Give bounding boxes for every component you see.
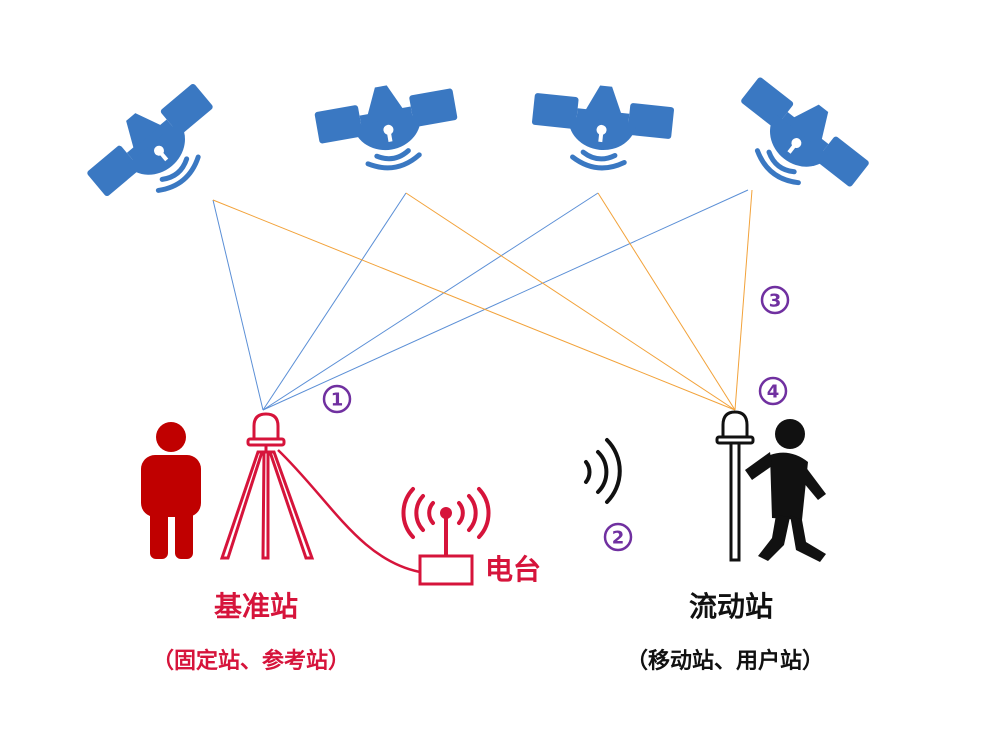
base-station-title: 基准站 xyxy=(214,590,299,623)
svg-text:3: 3 xyxy=(769,291,782,312)
signal-line-blue xyxy=(262,192,599,411)
signal-lines xyxy=(212,189,753,411)
person-walking-icon xyxy=(745,419,826,562)
signal-line-blue xyxy=(262,192,407,411)
radio-cable xyxy=(277,449,421,574)
rover-subtitle: （移动站、用户站） xyxy=(626,649,825,674)
signal-line-orange xyxy=(405,192,736,411)
rover-title: 流动站 xyxy=(689,590,774,623)
step-marker-4: 4 xyxy=(758,376,788,406)
signal-line-orange xyxy=(212,199,736,411)
signal-line-orange xyxy=(597,192,736,411)
step-marker-1: 1 xyxy=(322,384,352,414)
radio-transmitter-icon xyxy=(401,487,491,586)
svg-text:1: 1 xyxy=(331,390,344,411)
step-marker-3: 3 xyxy=(760,285,790,315)
satellite-icon xyxy=(528,79,676,175)
signal-line-blue xyxy=(262,189,749,411)
satellite-icon xyxy=(312,74,464,179)
wireless-waves-icon xyxy=(584,438,622,504)
signal-line-blue xyxy=(212,199,264,411)
signal-line-orange xyxy=(734,189,753,411)
step-marker-2: 2 xyxy=(603,522,633,552)
svg-text:4: 4 xyxy=(767,382,780,403)
person-standing-icon xyxy=(141,422,201,559)
gnss-antenna-tripod-icon xyxy=(219,412,315,560)
base-station-subtitle: （固定站、参考站） xyxy=(152,649,351,674)
gnss-antenna-pole-icon xyxy=(715,410,755,562)
svg-text:2: 2 xyxy=(612,528,625,549)
radio-label: 电台 xyxy=(485,553,542,586)
satellite-icon xyxy=(718,65,879,216)
